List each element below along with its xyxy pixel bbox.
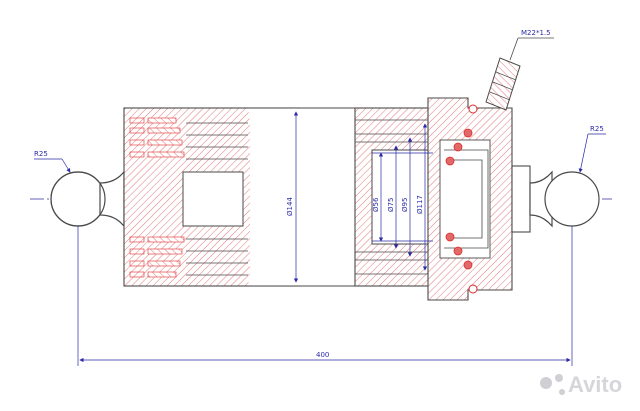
left-eye-mount: [50, 170, 125, 228]
dia-1-label: Ø56: [372, 197, 380, 212]
diameter-dims: [293, 111, 433, 283]
watermark-text: Avito: [568, 372, 622, 397]
thread-label: M22*1.5: [521, 29, 551, 37]
radius-left-label: R25: [34, 150, 48, 158]
right-eye-mount: [529, 170, 600, 228]
radius-right-label: R25: [590, 125, 604, 133]
hydraulic-fitting: [485, 37, 554, 111]
end-cap: [427, 97, 531, 301]
seal-group-top: [129, 117, 185, 158]
dia-2-label: Ø75: [387, 198, 395, 212]
avito-watermark: Avito: [540, 372, 622, 397]
dia-4-label: Ø117: [416, 195, 424, 214]
seal-group-bottom: [129, 236, 185, 278]
dia-piston-label: Ø144: [286, 197, 294, 216]
overall-length-label: 400: [316, 351, 329, 359]
radius-leaders: [34, 133, 606, 173]
overall-length-dim: [77, 226, 573, 366]
outer-barrel: [123, 107, 360, 287]
dia-3-label: Ø95: [401, 198, 409, 212]
stage-lines-left: [186, 122, 248, 276]
cap-seals: [445, 104, 478, 294]
